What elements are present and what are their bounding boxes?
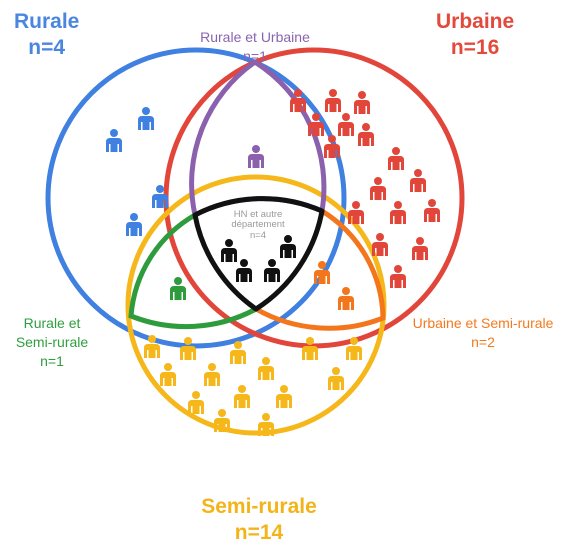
urbaine-semi-people-group (314, 261, 354, 310)
person-icon (126, 213, 142, 236)
person-icon (346, 337, 362, 360)
person-icon (230, 341, 246, 364)
person-icon (204, 363, 220, 386)
center-label: HN et autre département n=4 (218, 209, 298, 241)
person-icon (234, 385, 250, 408)
center-people-group (221, 235, 296, 282)
person-icon (106, 129, 122, 152)
person-icon (390, 265, 406, 288)
rurale-people-group (106, 107, 168, 236)
person-icon (221, 239, 237, 262)
person-icon (214, 409, 230, 432)
center-overlap-outline (192, 196, 325, 312)
urbaine-count: n=16 (450, 36, 500, 60)
urbaine-circle (163, 47, 465, 349)
rurale-urbaine-people-group (248, 145, 264, 168)
person-icon (302, 337, 318, 360)
rurale-urbaine-label: Rurale et Urbaine n=1 (180, 28, 330, 66)
urbaine-label: Urbaine n=16 (436, 9, 514, 62)
person-icon (264, 259, 280, 282)
semi-rurale-name: Semi-rurale (201, 495, 317, 518)
person-icon (410, 169, 426, 192)
person-icon (170, 277, 186, 300)
person-icon (188, 391, 204, 414)
person-icon (358, 123, 374, 146)
rurale-semi-count: n=1 (40, 352, 64, 369)
person-icon (424, 199, 440, 222)
person-icon (370, 177, 386, 200)
rurale-count: n=4 (28, 36, 66, 60)
person-icon (180, 337, 196, 360)
person-icon (390, 201, 406, 224)
urbaine-semi-count: n=2 (471, 333, 495, 350)
rurale-semi-label: Rurale et Semi-rurale n=1 (2, 314, 102, 371)
person-icon (236, 259, 252, 282)
rurale-name: Rurale (14, 10, 80, 33)
person-icon (258, 413, 274, 436)
person-icon (248, 145, 264, 168)
person-icon (372, 233, 388, 256)
person-icon (348, 201, 364, 224)
semi-rurale-people-group (144, 335, 362, 436)
rurale-circle (45, 47, 347, 349)
person-icon (314, 261, 330, 284)
rurale-urbaine-overlap-outline (189, 59, 327, 218)
person-icon (338, 113, 354, 136)
person-icon (338, 287, 354, 310)
rurale-semi-overlap-outline (128, 212, 258, 330)
person-icon (152, 185, 168, 208)
person-icon (354, 91, 370, 114)
rurale-urbaine-name: Rurale et Urbaine (200, 29, 310, 45)
center-line1: HN et autre (233, 209, 283, 220)
center-count: n=4 (249, 229, 267, 241)
person-icon (308, 113, 324, 136)
urbaine-semi-name: Urbaine et Semi-rurale (412, 315, 554, 331)
rurale-semi-line2: Semi-rurale (15, 333, 89, 350)
person-icon (324, 135, 340, 158)
person-icon (138, 107, 154, 130)
urbaine-semi-label: Urbaine et Semi-rurale n=2 (390, 314, 576, 352)
rurale-semi-line1: Rurale et (23, 315, 81, 331)
person-icon (280, 235, 296, 258)
urbaine-name: Urbaine (436, 10, 515, 33)
semi-rurale-count: n=14 (234, 521, 284, 545)
center-line2: département (231, 219, 285, 231)
person-icon (290, 89, 306, 112)
urbaine-semi-overlap-outline (254, 208, 386, 331)
person-icon (388, 147, 404, 170)
person-icon (276, 385, 292, 408)
urbaine-people-group (290, 89, 440, 288)
person-icon (328, 367, 344, 390)
rurale-semi-people-group (170, 277, 186, 300)
semi-rurale-label: Semi-rurale n=14 (185, 494, 333, 547)
person-icon (144, 335, 160, 358)
rurale-urbaine-count: n=1 (243, 47, 267, 64)
person-icon (412, 237, 428, 260)
person-icon (160, 363, 176, 386)
person-icon (325, 89, 341, 112)
person-icon (258, 357, 274, 380)
rurale-label: Rurale n=4 (14, 9, 79, 62)
